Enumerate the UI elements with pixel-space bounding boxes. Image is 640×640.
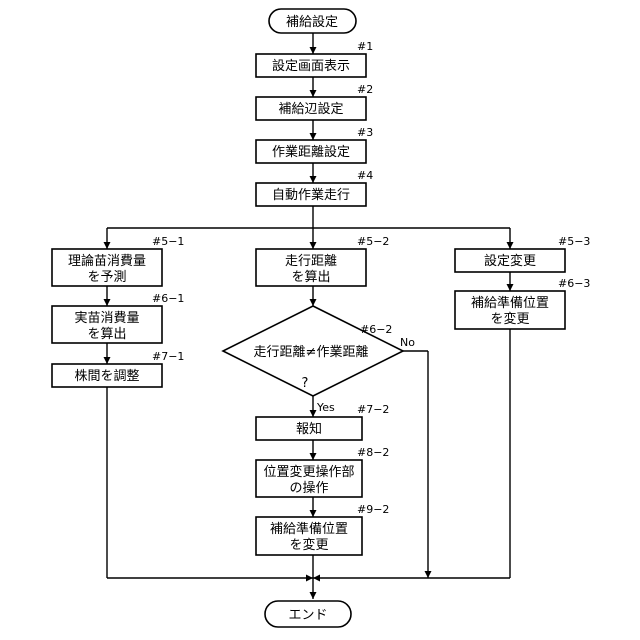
step-9-2-line2: を変更 [289,537,328,553]
step-4: 自動作業走行 #4 [256,169,373,206]
step-3-number: #3 [357,126,373,139]
step-5-3-label: 設定変更 [484,253,536,269]
step-1-label: 設定画面表示 [272,58,350,74]
step-9-2-number: #9−2 [357,503,389,516]
step-7-1-number: #7−1 [152,350,184,363]
step-6-3: 補給準備位置 を変更 #6−3 [455,277,590,329]
step-7-1-label: 株間を調整 [74,369,139,384]
step-5-1-number: #5−1 [152,235,184,248]
step-6-3-line2: を変更 [490,311,529,327]
step-1: 設定画面表示 #1 [256,40,373,77]
step-1-number: #1 [357,40,373,53]
step-6-1-line2: を算出 [87,327,126,342]
step-5-2-line1: 走行距離 [285,254,337,269]
step-5-2-line2: を算出 [291,270,330,285]
step-6-1-number: #6−1 [152,292,184,305]
step-5-2: 走行距離 を算出 #5−2 [256,235,389,286]
step-8-2-line1: 位置変更操作部 [263,464,354,480]
step-8-2: 位置変更操作部 の操作 #8−2 [256,446,389,497]
start-label: 補給設定 [286,14,338,30]
step-4-label: 自動作業走行 [272,187,350,203]
step-8-2-line2: の操作 [289,480,328,496]
step-2-label: 補給辺設定 [278,101,343,117]
step-3: 作業距離設定 #3 [256,126,373,163]
end-label: エンド [288,608,327,623]
step-6-2-number: #6−2 [360,323,392,336]
step-6-2-label: 走行距離≠作業距離 [254,344,369,360]
step-2: 補給辺設定 #2 [256,83,373,120]
step-3-label: 作業距離設定 [272,144,350,160]
step-2-number: #2 [357,83,373,96]
branch-yes-label: Yes [316,401,335,414]
step-5-1-line2: を予測 [87,270,126,285]
end-terminal: エンド [265,601,351,627]
step-5-3: 設定変更 #5−3 [455,235,590,272]
step-7-1: 株間を調整 #7−1 [52,350,184,387]
step-7-2-number: #7−2 [357,403,389,416]
step-8-2-number: #8−2 [357,446,389,459]
branch-no-label: No [400,336,415,349]
step-7-2-label: 報知 [296,421,322,437]
step-4-number: #4 [357,169,373,182]
step-6-1-line1: 実苗消費量 [74,310,139,326]
step-5-3-number: #5−3 [558,235,590,248]
step-6-2-decision: 走行距離≠作業距離 ? #6−2 [223,306,403,396]
step-6-1: 実苗消費量 を算出 #6−1 [52,292,184,343]
step-6-3-number: #6−3 [558,277,590,290]
step-9-2-line1: 補給準備位置 [270,521,348,537]
step-5-2-number: #5−2 [357,235,389,248]
step-6-3-line1: 補給準備位置 [471,295,549,311]
step-5-1-line1: 理論苗消費量 [68,253,146,269]
step-5-1: 理論苗消費量 を予測 #5−1 [52,235,184,286]
step-9-2: 補給準備位置 を変更 #9−2 [256,503,389,555]
start-terminal: 補給設定 [269,9,356,33]
step-6-2-question: ? [302,376,309,391]
